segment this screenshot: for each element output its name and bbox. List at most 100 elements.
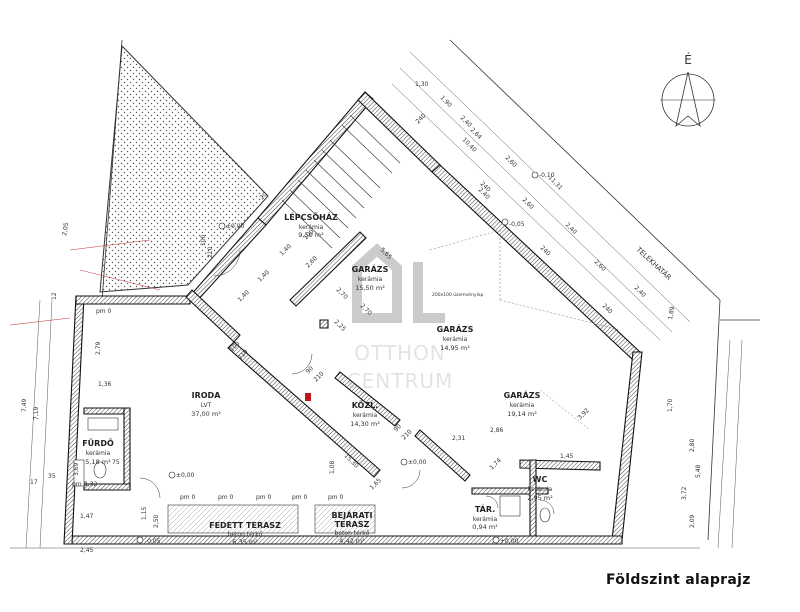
pm-label: pm 0 bbox=[328, 494, 344, 501]
room-furdo: FÜRDŐ kerámia 5,18 m² bbox=[82, 438, 114, 466]
room-garazs-2: GARÁZS kerámia 14,95 m² bbox=[437, 323, 474, 352]
room-name: BEJÁRATI bbox=[332, 509, 373, 520]
level-label: +0,00 bbox=[500, 538, 519, 545]
dim-label: 2,80 bbox=[689, 438, 696, 452]
room-iroda: IRODA LVT 37,00 m² bbox=[191, 391, 221, 418]
room-area: 5,18 m² bbox=[85, 458, 111, 466]
room-name: GARÁZS bbox=[437, 323, 474, 334]
dim-label: 2,60 bbox=[504, 154, 519, 169]
plan-title: Földszint alaprajz bbox=[606, 572, 751, 588]
dim-label: 100 bbox=[200, 234, 207, 246]
dim-label: 3,69 bbox=[73, 462, 80, 476]
dim-label: 1,70 bbox=[667, 398, 674, 412]
room-material: kerámia bbox=[299, 224, 324, 231]
level-label: ±0,00 bbox=[408, 459, 427, 466]
room-material: LVT bbox=[201, 402, 212, 409]
dim-label: 1,89 bbox=[667, 306, 676, 321]
pm-label: pm 0 bbox=[96, 308, 112, 315]
room-name: TÁR. bbox=[475, 503, 495, 514]
room-name: KÖZL. bbox=[352, 400, 379, 410]
pm-label: pm 0 bbox=[180, 494, 196, 501]
dim-label: 1,47 bbox=[80, 513, 94, 520]
room-area: 9,50 m² bbox=[298, 231, 324, 239]
dim-label: 2,31 bbox=[452, 435, 466, 442]
dim-label: 2,05 bbox=[61, 222, 70, 237]
room-material: kerámia bbox=[358, 276, 383, 283]
watermark-line-1: OTTHON bbox=[354, 341, 446, 365]
room-name: FEDETT TERASZ bbox=[209, 521, 281, 530]
electric-meter-marker bbox=[305, 393, 311, 401]
dim-label: 2,86 bbox=[490, 427, 504, 434]
dim-label: 210 bbox=[207, 246, 214, 258]
dim-label: 90 bbox=[392, 423, 402, 433]
dim-label: 7,19 bbox=[33, 406, 40, 420]
level-label: -0,05 bbox=[145, 538, 161, 545]
dim-label: 2,45 bbox=[80, 547, 94, 554]
pm-label: pm 0 bbox=[218, 494, 234, 501]
dim-label: 210 bbox=[312, 370, 325, 383]
watermark-line-2: CENTRUM bbox=[347, 369, 454, 393]
dim-label: 90 bbox=[304, 365, 314, 375]
site-annotations bbox=[9, 239, 161, 326]
room-material: kerámia bbox=[473, 516, 498, 523]
level-label: -0,10 bbox=[539, 172, 555, 179]
dim-label: 2,09 bbox=[689, 514, 696, 528]
room-bejarati-terasz: BEJÁRATI TERASZ beton térkő 4,42 m² bbox=[332, 509, 373, 545]
room-kozl: KÖZL. kerámia 14,30 m² bbox=[350, 400, 380, 428]
watermark-logo-icon bbox=[352, 243, 402, 323]
dim-label: 10,40 bbox=[461, 136, 478, 153]
building-walls bbox=[63, 91, 643, 545]
room-area: 14,95 m² bbox=[440, 344, 470, 352]
north-arrow: É bbox=[660, 52, 716, 128]
room-material: kerámia bbox=[528, 486, 553, 493]
room-material: beton térkő bbox=[335, 530, 370, 537]
room-area: 19,14 m² bbox=[507, 410, 537, 418]
pm-label: pm 0 bbox=[256, 494, 272, 501]
sanitary-fixtures bbox=[73, 417, 551, 523]
garage-car-guides bbox=[429, 229, 621, 431]
pm-labels: pm 0 pm 0 pm 0 pm 0 pm 0 pm 0 pm 0 bbox=[72, 308, 344, 501]
garden-hatched-area bbox=[99, 44, 269, 293]
dim-label: 1,45 bbox=[560, 453, 574, 460]
room-material: beton térkő bbox=[228, 531, 263, 538]
room-area: 14,30 m² bbox=[350, 420, 380, 428]
dim-label: 2,60 bbox=[304, 255, 319, 270]
dimension-lines bbox=[10, 51, 743, 549]
room-name: GARÁZS bbox=[352, 263, 389, 274]
dim-label: 2,64 bbox=[469, 126, 484, 141]
legend-note: 200x100 üzemvénylap bbox=[432, 291, 484, 298]
dim-label: 240 bbox=[539, 244, 552, 257]
room-material: kerámia bbox=[353, 412, 378, 419]
room-lepcsohaz: LÉPCSŐHÁZ kerámia 9,50 m² bbox=[284, 211, 338, 239]
room-material: kerámia bbox=[510, 402, 535, 409]
room-material: kerámia bbox=[443, 336, 468, 343]
dim-label: 20 bbox=[258, 191, 268, 201]
room-tar: TÁR. kerámia 0,94 m² bbox=[472, 503, 498, 531]
room-name: GARÁZS bbox=[504, 389, 541, 400]
pm-label: pm 0 bbox=[292, 494, 308, 501]
dim-label: 1,40 bbox=[278, 243, 293, 258]
room-area: 6,35 m² bbox=[232, 538, 258, 546]
dim-label: 1,40 bbox=[236, 289, 251, 304]
dim-label: 7,49 bbox=[21, 398, 28, 412]
dim-label: 2,25 bbox=[333, 318, 348, 333]
room-name: IRODA bbox=[192, 391, 222, 400]
room-area: 37,00 m² bbox=[191, 410, 221, 418]
room-area: 0,94 m² bbox=[472, 523, 498, 531]
dim-label: 2,40 bbox=[633, 284, 648, 299]
room-area: 2,95 m² bbox=[527, 494, 553, 502]
dim-label: 1,08 bbox=[329, 460, 336, 474]
dim-label: 2,50 bbox=[153, 514, 160, 528]
dim-label: 1,30 bbox=[415, 81, 429, 88]
fedett-terasz-floor bbox=[167, 504, 299, 534]
level-markers bbox=[136, 171, 539, 544]
level-label: -0,05 bbox=[509, 221, 525, 228]
room-fedett-terasz: FEDETT TERASZ beton térkő 6,35 m² bbox=[209, 521, 281, 546]
dim-label: 1,36 bbox=[98, 381, 112, 388]
dim-label: 5,48 bbox=[695, 464, 702, 478]
dim-label: 210 bbox=[400, 428, 413, 441]
dim-label: 2,79 bbox=[95, 341, 102, 355]
dim-label: 240 bbox=[601, 302, 614, 315]
dim-label: 1,65 bbox=[368, 477, 383, 492]
